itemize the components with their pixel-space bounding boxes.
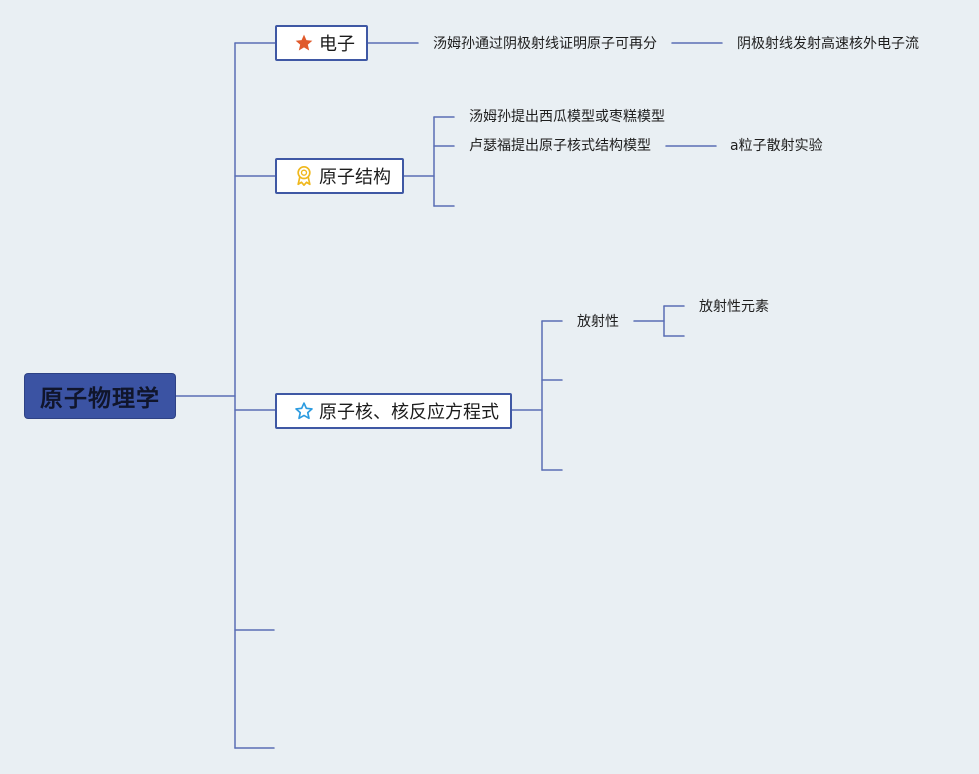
topic-atomic-structure-label: 原子结构 (319, 167, 391, 188)
star-outline-icon (293, 400, 315, 422)
subtopic-plum-pudding-model[interactable]: 汤姆孙提出西瓜模型或枣糕模型 (469, 109, 665, 125)
root-node-label: 原子物理学 (40, 386, 160, 412)
subtopic-cathode-ray-stream[interactable]: 阴极射线发射高速核外电子流 (737, 36, 919, 52)
subtopic-radioactive-element[interactable]: 放射性元素 (699, 299, 769, 315)
subtopic-radioactivity[interactable]: 放射性 (577, 314, 619, 330)
star-filled-icon (293, 32, 315, 54)
topic-nucleus-label: 原子核、核反应方程式 (319, 402, 499, 423)
award-ribbon-icon (293, 165, 315, 187)
subtopic-thomson-cathode[interactable]: 汤姆孙通过阴极射线证明原子可再分 (433, 36, 657, 52)
topic-nucleus[interactable]: 原子核、核反应方程式 (275, 393, 512, 429)
topic-electron-label: 电子 (319, 34, 355, 55)
root-node[interactable]: 原子物理学 (25, 374, 175, 418)
subtopic-alpha-scattering[interactable]: a粒子散射实验 (730, 138, 823, 154)
topic-atomic-structure[interactable]: 原子结构 (275, 158, 404, 194)
topic-electron[interactable]: 电子 (275, 25, 368, 61)
subtopic-rutherford-model[interactable]: 卢瑟福提出原子核式结构模型 (469, 138, 651, 154)
